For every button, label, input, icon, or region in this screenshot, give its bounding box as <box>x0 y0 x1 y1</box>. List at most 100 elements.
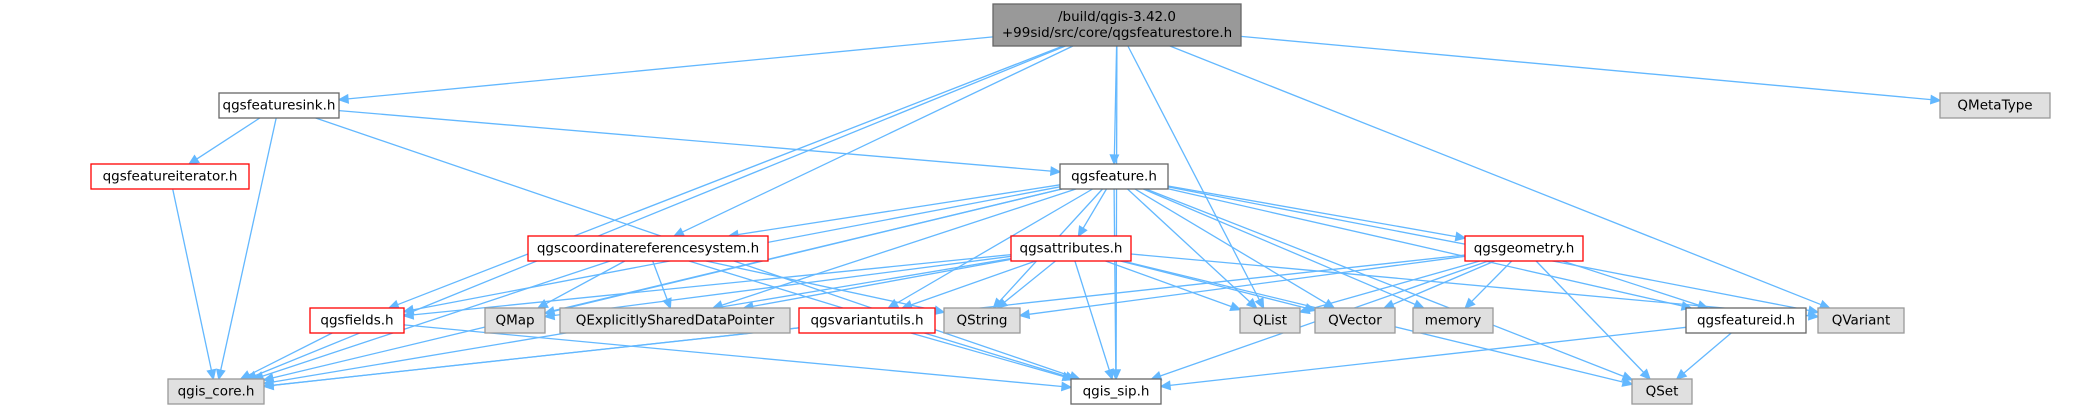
node-label: qgis_core.h <box>178 384 255 400</box>
edge-line <box>1130 253 1810 317</box>
edge-line <box>172 188 213 371</box>
edge-line <box>737 184 1061 236</box>
edge-arrowhead <box>1061 371 1074 382</box>
edge-line <box>220 117 277 371</box>
edge-line <box>1535 260 1645 373</box>
node-qgis_sip[interactable]: qgis_sip.h <box>1070 378 1162 405</box>
node-label: QMetaType <box>1957 98 2032 114</box>
edge-line <box>1134 188 1327 304</box>
edge-qgsattributes-to-qgsfields <box>402 253 1012 320</box>
node-QSet: QSet <box>1631 378 1693 405</box>
edge-arrowhead <box>1412 299 1426 309</box>
node-label: qgsvariantutils.h <box>810 313 923 329</box>
node-box <box>167 378 265 405</box>
edge-arrowhead <box>1382 299 1396 309</box>
nodes-layer: /build/qgis-3.42.0+99sid/src/core/qgsfea… <box>90 3 2051 405</box>
node-label: qgsfeatureid.h <box>1697 313 1795 329</box>
edge-arrowhead <box>1109 154 1120 166</box>
edge-line <box>1167 185 1457 238</box>
edge-line <box>248 332 333 376</box>
node-qgsfeatureid[interactable]: qgsfeatureid.h <box>1685 307 1807 334</box>
edge-arrowhead <box>337 93 350 104</box>
node-label: qgis_sip.h <box>1083 384 1150 400</box>
edge-line <box>347 36 994 100</box>
edge-qgsfeatureid-to-qgis_sip <box>1159 326 1687 391</box>
edge-line <box>272 327 800 386</box>
edge-line <box>1308 260 1481 311</box>
edge-line <box>1003 260 1056 303</box>
node-label: qgsgeometry.h <box>1474 241 1575 257</box>
node-QString: QString <box>943 307 1021 334</box>
node-box <box>1239 307 1301 334</box>
node-label: QVector <box>1328 313 1382 329</box>
edge-qgsattributes-to-qgis_sip <box>1074 260 1114 381</box>
node-label: /build/qgis-3.42.0 <box>1058 9 1176 25</box>
edge-arrowhead <box>1807 310 1820 321</box>
node-qgsfeaturesink[interactable]: qgsfeaturesink.h <box>218 92 340 119</box>
node-qgsgeometry[interactable]: qgsgeometry.h <box>1464 235 1584 262</box>
edge-qgsattributes-to-QVariant <box>1130 253 1820 321</box>
node-qgsattributes[interactable]: qgsattributes.h <box>1010 235 1132 262</box>
edge-line <box>545 260 626 305</box>
edge-arrowhead <box>1818 299 1831 310</box>
edge-line <box>752 258 1012 308</box>
node-qgsfields[interactable]: qgsfields.h <box>309 307 405 334</box>
node-qgsfeatureiterator[interactable]: qgsfeatureiterator.h <box>90 163 250 190</box>
edge-arrowhead <box>262 380 275 391</box>
node-label: QVariant <box>1832 313 1891 329</box>
node-box <box>90 163 250 190</box>
edge-qgsgeometry-to-memory <box>1464 260 1513 310</box>
edge-root-to-qgsfeature <box>1109 45 1120 166</box>
edge-line <box>1169 45 1822 306</box>
edge-line <box>1145 188 1624 378</box>
node-box <box>1817 307 1905 334</box>
node-box <box>559 307 791 334</box>
node-box <box>1314 307 1396 334</box>
node-label: QList <box>1253 313 1287 329</box>
edge-arrowhead <box>1060 381 1073 392</box>
node-box <box>1939 92 2051 119</box>
edge-line <box>1028 255 1466 315</box>
edge-qgsgeometry-to-QSet <box>1535 260 1651 381</box>
node-label: qgsfeatureiterator.h <box>103 169 238 185</box>
edge-qgscrs-to-qgis_core <box>252 260 611 381</box>
edge-arrowhead <box>1639 368 1651 381</box>
edge-qgsfeaturesink-to-qgis_core <box>215 117 277 381</box>
edge-qgsfeature-to-qgis_sip <box>1110 188 1121 381</box>
edge-line <box>1074 260 1111 371</box>
edge-arrowhead <box>1229 301 1242 312</box>
edge-arrowhead <box>1110 369 1121 381</box>
node-qgscrs[interactable]: qgscoordinatereferencesystem.h <box>527 235 769 262</box>
edge-arrowhead <box>1621 377 1634 387</box>
node-box <box>1010 235 1132 262</box>
edge-arrowhead <box>1104 368 1114 381</box>
edge-line <box>1113 188 1117 371</box>
edge-qgsattributes-to-QList <box>1105 260 1242 312</box>
node-box <box>1685 307 1807 334</box>
node-box <box>798 307 936 334</box>
edge-arrowhead <box>402 309 415 320</box>
edge-line <box>1392 260 1495 306</box>
node-qgsfeature[interactable]: qgsfeature.h <box>1059 163 1169 190</box>
node-box <box>1412 307 1494 334</box>
node-QVariant: QVariant <box>1817 307 1905 334</box>
edge-line <box>1115 45 1118 371</box>
edge-line <box>1082 188 1108 229</box>
node-QMap: QMap <box>484 307 546 334</box>
edge-line <box>910 332 1064 378</box>
edge-arrowhead <box>1077 225 1088 238</box>
edge-line <box>1127 45 1260 301</box>
node-label: QExplicitlySharedDataPointer <box>576 313 775 329</box>
edge-root-to-qgsfeaturesink <box>337 36 994 104</box>
edge-line <box>397 45 1064 306</box>
edge-qgsgeometry-to-QString <box>1018 255 1466 320</box>
node-qgsvariantutils[interactable]: qgsvariantutils.h <box>798 307 936 334</box>
edge-arrowhead <box>1298 304 1311 315</box>
edge-line <box>1127 188 1251 303</box>
edge-qgsfeaturesink-to-qgsfeature <box>338 109 1062 177</box>
edge-line <box>553 255 1012 317</box>
edge-root-to-qgscrs <box>672 45 1074 237</box>
node-label: qgsattributes.h <box>1020 241 1123 257</box>
node-label: qgsfeaturesink.h <box>223 98 336 114</box>
